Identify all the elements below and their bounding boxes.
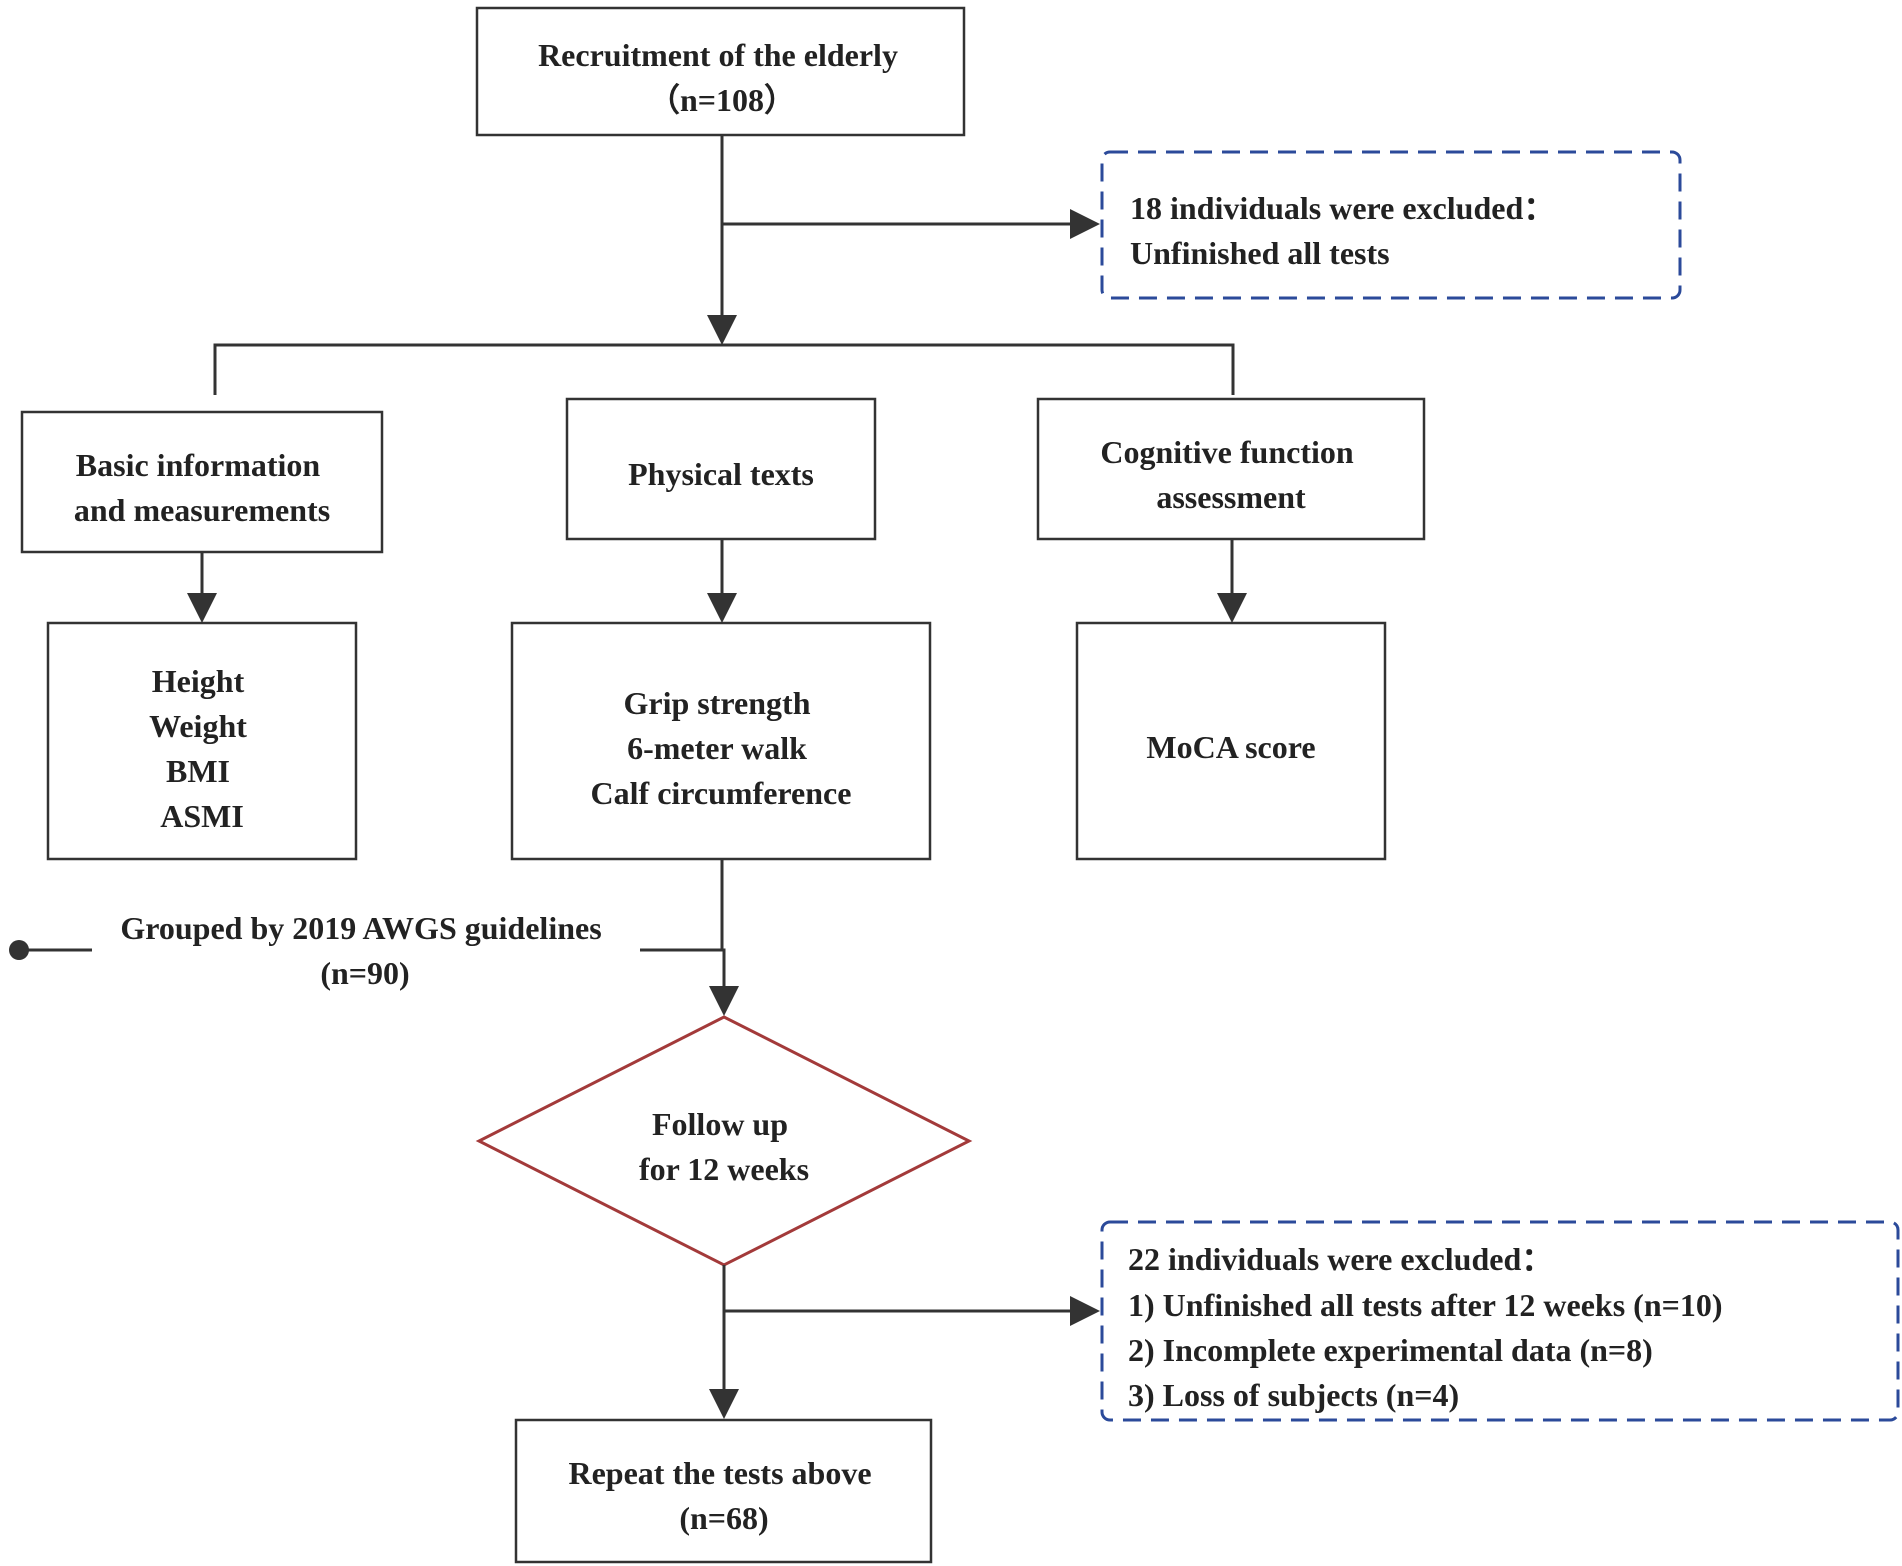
repeat-box xyxy=(514,1418,933,1564)
cognitive-items-box xyxy=(1075,621,1387,861)
physical-items-box xyxy=(510,621,932,861)
physical-item-calf: Calf circumference xyxy=(591,775,852,811)
svg-text:Grouped by 2019 AWGS guideline: Grouped by 2019 AWGS guidelines (n=90) xyxy=(120,910,609,991)
excluded1-title: 18 individuals were excluded： xyxy=(1130,190,1555,226)
physical-box xyxy=(565,397,877,541)
repeat-label: Repeat the tests above xyxy=(568,1455,871,1491)
excluded2-reason3: 3) Loss of subjects (n=4) xyxy=(1128,1377,1459,1413)
grouped-count: (n=90) xyxy=(320,955,409,991)
cognitive-item-moca: MoCA score xyxy=(1146,729,1315,765)
svg-text:18 individuals were excluded：: 18 individuals were excluded： Unfinished… xyxy=(1130,190,1563,271)
physical-label: Physical texts xyxy=(628,456,814,492)
followup-label-line2: for 12 weeks xyxy=(639,1151,809,1187)
svg-text:Physical texts: Physical texts xyxy=(628,456,814,492)
cognitive-label-line2: assessment xyxy=(1156,479,1306,515)
excluded1-box xyxy=(1100,150,1682,300)
basic-label-line1: Basic information xyxy=(76,447,321,483)
grouped-label: Grouped by 2019 AWGS guidelines xyxy=(120,910,601,946)
svg-text:Height Weight BMI: Height Weight BMI ASMI xyxy=(149,663,255,834)
followup-label-line1: Follow up xyxy=(652,1106,788,1142)
cognitive-box xyxy=(1036,397,1426,541)
excluded2-title: 22 individuals were excluded： xyxy=(1128,1241,1553,1277)
basic-label-line2: and measurements xyxy=(74,492,330,528)
physical-item-grip: Grip strength xyxy=(624,685,811,721)
connector-physical-to-followup xyxy=(709,859,739,1016)
basic-items-box xyxy=(46,621,358,861)
physical-item-walk: 6-meter walk xyxy=(627,730,807,766)
excluded2-box xyxy=(1100,1220,1900,1422)
recruitment-count: （n=108） xyxy=(648,82,796,118)
cognitive-label-line1: Cognitive function xyxy=(1100,434,1354,470)
repeat-count: (n=68) xyxy=(679,1500,768,1536)
basic-item-weight: Weight xyxy=(149,708,247,744)
basic-item-height: Height xyxy=(152,663,245,699)
excluded2-reason2: 2) Incomplete experimental data (n=8) xyxy=(1128,1332,1653,1368)
svg-text:Cognitive function assessm: Cognitive function assessment xyxy=(1100,434,1361,515)
recruitment-title: Recruitment of the elderly xyxy=(538,37,898,73)
svg-text:MoCA score: MoCA score xyxy=(1146,729,1315,765)
svg-text:Basic information and meas: Basic information and measurements xyxy=(74,447,330,528)
basic-item-asmi: ASMI xyxy=(160,798,244,834)
excluded1-reason: Unfinished all tests xyxy=(1130,235,1390,271)
excluded2-reason1: 1) Unfinished all tests after 12 weeks (… xyxy=(1128,1287,1723,1323)
grouped-start-dot xyxy=(9,940,29,960)
svg-text:22 individuals were excluded：: 22 individuals were excluded： 1) Unfinis… xyxy=(1128,1241,1731,1413)
svg-text:Follow up for 12 weeks: Follow up for 12 weeks xyxy=(639,1106,809,1187)
svg-text:Repeat the tests above (n=: Repeat the tests above (n=68) xyxy=(568,1455,879,1536)
basic-item-bmi: BMI xyxy=(166,753,230,789)
svg-text:Grip strength 6-meter walk: Grip strength 6-meter walk Calf circumfe… xyxy=(591,685,852,811)
recruitment-box xyxy=(475,6,966,137)
connector-branch xyxy=(213,343,1235,395)
svg-text:Recruitment of the elderly: Recruitment of the elderly （n=108） xyxy=(538,37,906,118)
